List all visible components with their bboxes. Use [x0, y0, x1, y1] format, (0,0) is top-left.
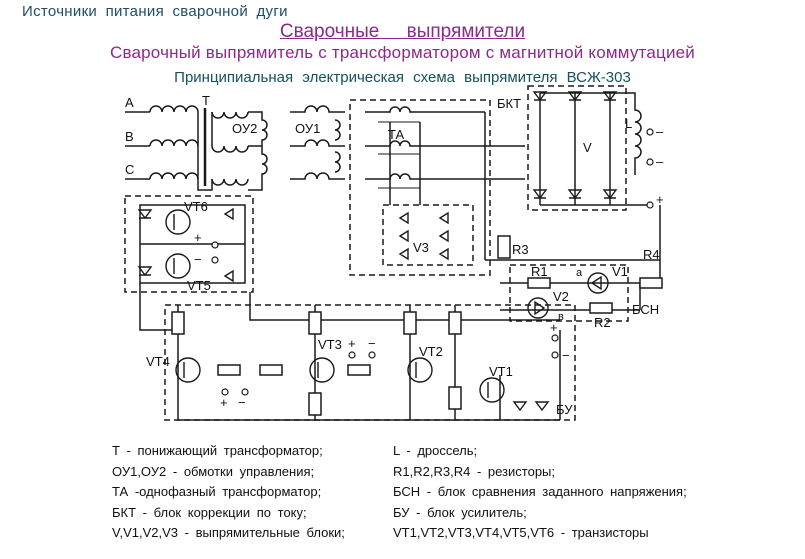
sign-minus-vt3: −: [368, 336, 376, 351]
bkt-bus-wires: [484, 112, 525, 260]
topic-title: Источники питания сварочной дуги: [22, 3, 288, 20]
v3-block-frame: [382, 204, 474, 266]
label-vt4: VT4: [146, 354, 170, 369]
label-alpha: а: [576, 267, 583, 279]
transistor-vt6: [165, 209, 191, 235]
label-vt1: VT1: [489, 364, 513, 379]
legend-right: L - дроссель; R1,R2,R3,R4 - резисторы; Б…: [393, 441, 687, 544]
label-t: T: [202, 93, 210, 108]
label-v3: V3: [413, 240, 429, 255]
label-r4: R4: [643, 247, 660, 262]
sign-plus-bu: +: [550, 320, 558, 335]
bsn-wires: [485, 205, 661, 311]
label-bu: БУ: [556, 402, 573, 417]
transistor-vt2: [407, 357, 433, 383]
label-vt6: VT6: [184, 199, 208, 214]
terminals: [211, 128, 654, 396]
bridge-v-bus: [539, 92, 650, 206]
label-ou2: ОУ2: [232, 121, 257, 136]
label-vt2: VT2: [419, 344, 443, 359]
phase-label-c: C: [125, 162, 134, 177]
label-bsn: БСН: [632, 302, 659, 317]
label-r2: R2: [594, 315, 611, 330]
transistor-vt5: [165, 253, 191, 279]
label-ou1: ОУ1: [295, 121, 320, 136]
transformer-t-primary-coils: [149, 105, 199, 180]
sign-plus-vt3: +: [348, 336, 356, 351]
control-winding-ou2: [248, 111, 268, 191]
choke-l-coil: [620, 92, 642, 175]
legend-left: Т - понижающий трансформатор; ОУ1,ОУ2 - …: [112, 441, 345, 544]
legend-item: VT1,VT2,VT3,VT4,VT5,VT6 - транзисторы: [393, 525, 649, 540]
phase-label-b: B: [125, 129, 134, 144]
sign-out-plus: +: [656, 192, 664, 207]
control-winding-ou1: [290, 105, 345, 180]
legend-item: ТА -однофазный трансформатор;: [112, 484, 322, 499]
ta-transformer: [365, 106, 485, 205]
legend-item: L - дроссель;: [393, 443, 478, 458]
transistors: [165, 209, 505, 403]
legend-item: ОУ1,ОУ2 - обмотки управления;: [112, 463, 315, 479]
legend-item: V,V1,V2,V3 - выпрямительные блоки;: [112, 525, 345, 540]
label-v2: V2: [553, 289, 569, 304]
phase-label-a: A: [125, 95, 134, 110]
transistor-vt3: [309, 357, 335, 383]
transistor-vt4: [175, 357, 201, 383]
label-vt5: VT5: [187, 278, 211, 293]
diode-v1: [587, 272, 609, 294]
bu-wires: [177, 305, 561, 421]
label-vt3: VT3: [318, 337, 342, 352]
vt5-vt6-wires: [139, 204, 246, 284]
sign-out-minus-2: –: [656, 154, 664, 169]
label-bkt: БКТ: [497, 96, 521, 111]
label-r1: R1: [531, 264, 548, 279]
sign-out-minus-1: –: [656, 124, 664, 139]
vt5-vt6-block-frame: [124, 195, 254, 293]
legend-item: БСН - блок сравнения заданного напряжени…: [393, 484, 687, 499]
label-v: V: [583, 140, 592, 155]
diode-v2: [527, 297, 549, 319]
page-subtitle: Сварочный выпрямитель с трансформатором …: [109, 43, 695, 62]
bridge-v-frame: [527, 85, 627, 211]
resistors: [171, 235, 663, 416]
circuit-schematic: A B C T ОУ2 ОУ1 ТА БКТ V L V3 R3 R1 а V1…: [124, 85, 664, 421]
legend-item: Т - понижающий трансформатор;: [112, 443, 323, 458]
sign-plus-vt: +: [194, 230, 202, 245]
label-v1: V1: [612, 264, 628, 279]
legend-item: БКТ - блок коррекции по току;: [112, 504, 307, 520]
bsn-block-frame: [509, 264, 629, 322]
diagram-caption: Принципиальная электрическая схема выпря…: [174, 69, 631, 86]
label-beta: в: [558, 311, 564, 323]
sign-minus-vt: −: [194, 252, 202, 267]
sign-plus-vt4: +: [220, 395, 228, 410]
transistor-vt1: [479, 377, 505, 403]
label-ta: ТА: [388, 127, 405, 142]
label-r3: R3: [512, 242, 529, 257]
sign-minus-bu: −: [562, 348, 570, 363]
legend-item: БУ - блок усилитель;: [393, 504, 527, 520]
section-title: Сварочные выпрямители: [279, 21, 526, 42]
sign-minus-vt4: −: [238, 395, 246, 410]
label-l: L: [625, 116, 632, 131]
bkt-block-frame: [349, 99, 491, 276]
diodes: [137, 91, 618, 412]
transformer-t-neutral: [197, 112, 213, 191]
legend-item: R1,R2,R3,R4 - резисторы;: [393, 463, 555, 479]
transformer-t-secondary-coils: [211, 111, 249, 186]
